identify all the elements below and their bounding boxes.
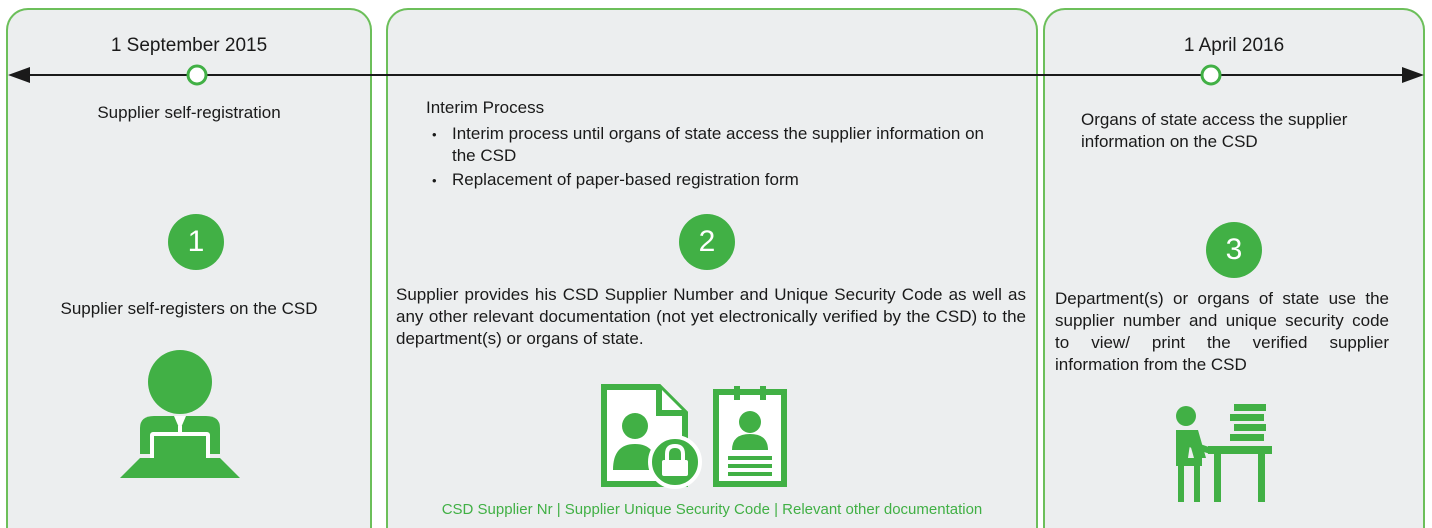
- stage-3-number-badge: 3: [1206, 222, 1262, 278]
- stage-2-number-badge: 2: [679, 214, 735, 270]
- locked-document-icon: [601, 384, 702, 489]
- stage-2-bullet-list: Interim process until organs of state ac…: [426, 123, 986, 192]
- stage-1-number-badge: 1: [168, 214, 224, 270]
- stage-2-description: Supplier provides his CSD Supplier Numbe…: [396, 285, 1026, 348]
- stage-2-subtitle: Interim Process: [426, 98, 545, 117]
- stage-3-subtitle: Organs of state access the supplier info…: [1081, 110, 1348, 151]
- person-at-desk-with-files-icon: [1176, 404, 1272, 502]
- stage-2-interim-block: Interim Process Interim process until or…: [426, 97, 986, 193]
- stage-2-bullet: Interim process until organs of state ac…: [432, 123, 986, 167]
- stage-1-description: Supplier self-registers on the CSD: [60, 299, 318, 318]
- person-at-laptop-icon: [120, 350, 240, 478]
- stage-1-date: 1 September 2015: [110, 35, 268, 56]
- stage-3-description: Department(s) or organs of state use the…: [1055, 289, 1389, 374]
- stage-3-date: 1 April 2016: [1183, 35, 1285, 56]
- stage-1-subtitle: Supplier self-registration: [97, 103, 281, 122]
- id-card-document-icon: [713, 386, 787, 487]
- stage-2-caption: CSD Supplier Nr | Supplier Unique Securi…: [441, 501, 983, 518]
- stage-2-bullet: Replacement of paper-based registration …: [432, 169, 986, 192]
